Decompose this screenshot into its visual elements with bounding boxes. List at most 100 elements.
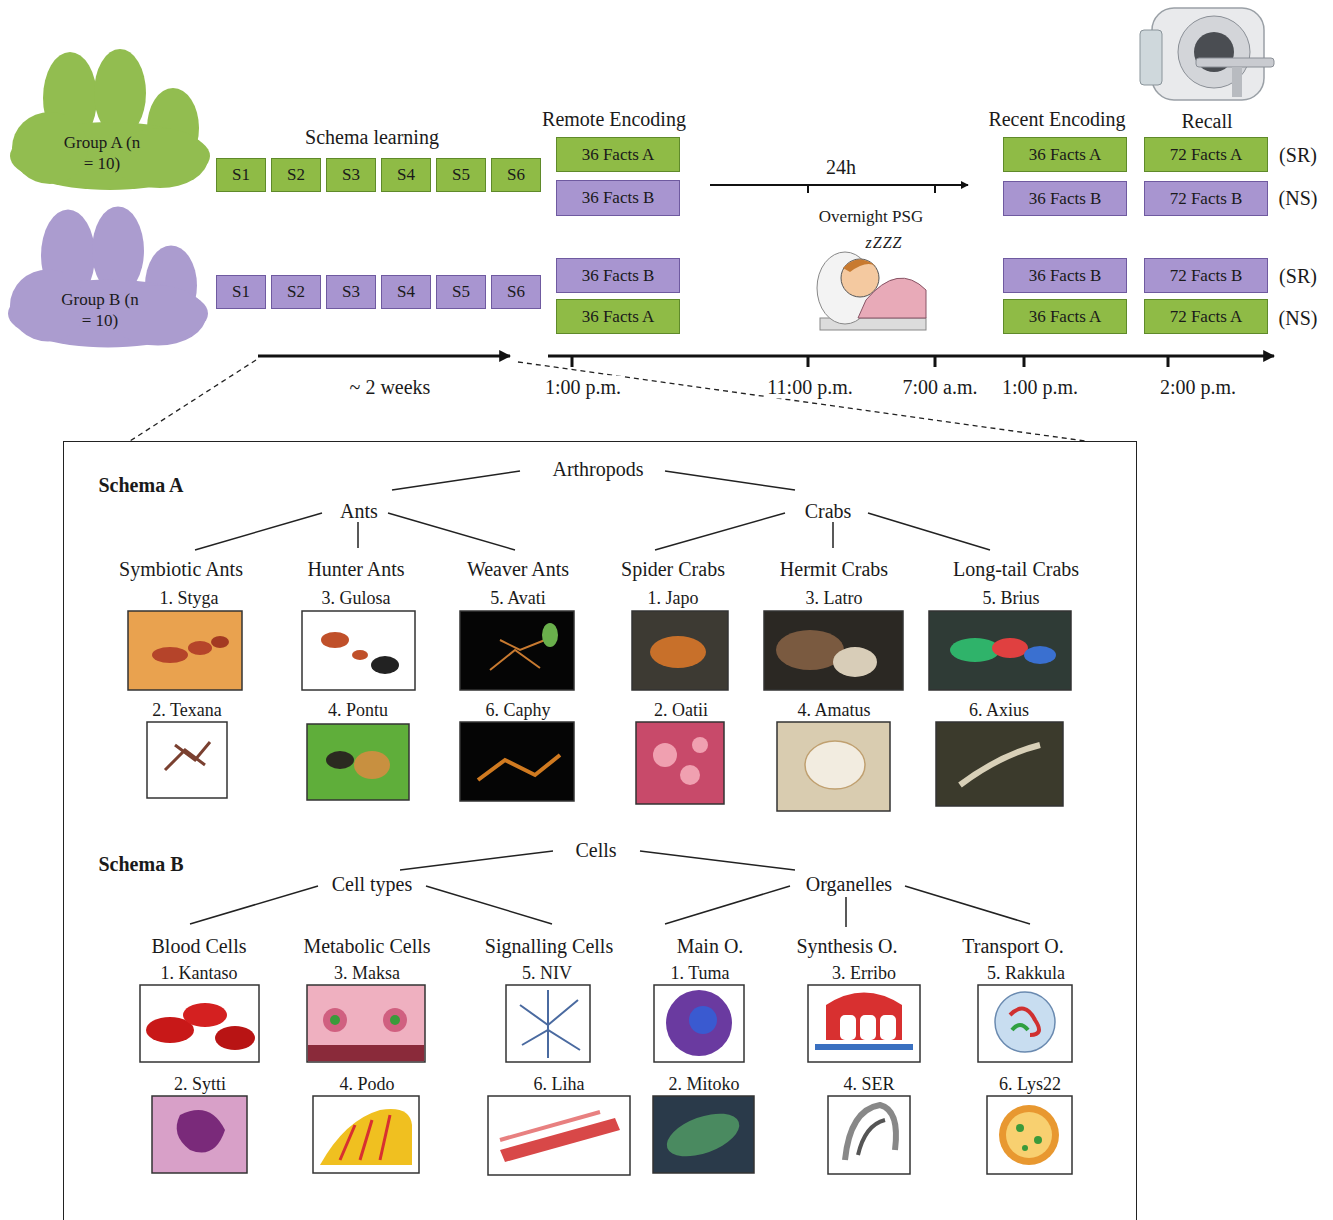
- tree-label: Metabolic Cells: [303, 935, 430, 958]
- box-label: S6: [507, 282, 525, 302]
- session-box: S4: [381, 158, 431, 192]
- condition-tag: (NS): [1279, 307, 1318, 330]
- session-box: 36 Facts A: [1003, 137, 1127, 172]
- session-box: S1: [216, 275, 266, 309]
- box-label: S5: [452, 282, 470, 302]
- box-label: 36 Facts B: [582, 188, 655, 208]
- stage-label: Remote Encoding: [542, 108, 686, 131]
- timeline: [258, 356, 1274, 367]
- box-label: 36 Facts A: [582, 145, 655, 165]
- session-box: 36 Facts A: [1003, 299, 1127, 334]
- tree-label: Signalling Cells: [485, 935, 613, 958]
- tree-label: Blood Cells: [151, 935, 246, 958]
- box-label: S4: [397, 165, 415, 185]
- box-label: 72 Facts B: [1170, 266, 1243, 286]
- session-box: 36 Facts B: [556, 180, 680, 216]
- tree-label: 3. Erribo: [832, 963, 896, 984]
- session-box: S6: [491, 158, 541, 192]
- box-label: S3: [342, 282, 360, 302]
- session-box: 36 Facts B: [1003, 258, 1127, 293]
- box-label: S4: [397, 282, 415, 302]
- session-box: S2: [271, 275, 321, 309]
- tree-label: 6. Lys22: [999, 1074, 1061, 1095]
- box-label: S3: [342, 165, 360, 185]
- group-label: Group A (n = 10): [62, 132, 142, 174]
- session-box: S5: [436, 275, 486, 309]
- tree-label: 2. Oatii: [654, 700, 708, 721]
- session-box: S2: [271, 158, 321, 192]
- box-label: 36 Facts B: [1029, 266, 1102, 286]
- box-label: 72 Facts A: [1170, 145, 1243, 165]
- tree-label: Cell types: [332, 873, 413, 896]
- tree-label: Weaver Ants: [467, 558, 569, 581]
- tree-label: Symbiotic Ants: [119, 558, 243, 581]
- group-cloud: Group A (n = 10): [10, 48, 210, 190]
- session-box: 36 Facts A: [556, 137, 680, 172]
- tree-label: 4. Podo: [339, 1074, 394, 1095]
- box-label: S6: [507, 165, 525, 185]
- tree-label: Long-tail Crabs: [953, 558, 1079, 581]
- session-box: 72 Facts B: [1144, 258, 1268, 293]
- tree-label: 4. SER: [843, 1074, 894, 1095]
- zoom-lines: [130, 360, 1085, 441]
- session-box: 36 Facts B: [1003, 181, 1127, 216]
- group-label: Group B (n = 10): [60, 289, 140, 331]
- tree-label: 3. Maksa: [334, 963, 400, 984]
- time-label: 11:00 p.m.: [765, 376, 854, 399]
- tree-label: Transport O.: [962, 935, 1064, 958]
- box-label: S1: [232, 165, 250, 185]
- time-label: 1:00 p.m.: [543, 376, 623, 399]
- schema-heading: Schema B: [99, 853, 184, 876]
- tree-label: Synthesis O.: [796, 935, 897, 958]
- stage-label: Overnight PSG: [819, 207, 923, 227]
- tree-label: 6. Liha: [534, 1074, 585, 1095]
- group-cloud: Group B (n = 10): [8, 205, 208, 348]
- delay-arrow: [710, 185, 968, 193]
- stage-label: Recent Encoding: [988, 108, 1125, 131]
- tree-label: 4. Pontu: [328, 700, 388, 721]
- tree-label: 2. Sytti: [174, 1074, 226, 1095]
- sleeper-figure: [817, 252, 926, 330]
- session-box: S3: [326, 275, 376, 309]
- tree-label: 4. Amatus: [797, 700, 870, 721]
- tree-label: 3. Gulosa: [322, 588, 391, 609]
- condition-tag: (SR): [1279, 265, 1317, 288]
- mri-scanner: [1140, 8, 1274, 100]
- stage-label: zZZZ: [866, 234, 903, 252]
- box-label: 36 Facts A: [582, 307, 655, 327]
- box-label: 36 Facts B: [1029, 189, 1102, 209]
- condition-tag: (NS): [1279, 187, 1318, 210]
- tree-label: 5. Rakkula: [987, 963, 1065, 984]
- tree-label: 5. Brius: [982, 588, 1039, 609]
- session-box: S5: [436, 158, 486, 192]
- box-label: 72 Facts B: [1170, 189, 1243, 209]
- time-label: 1:00 p.m.: [1000, 376, 1080, 399]
- session-box: 72 Facts A: [1144, 299, 1268, 334]
- session-box: 36 Facts A: [556, 299, 680, 334]
- tree-label: 6. Axius: [969, 700, 1029, 721]
- box-label: S2: [287, 165, 305, 185]
- tree-label: 2. Texana: [152, 700, 221, 721]
- stage-label: Schema learning: [305, 126, 439, 149]
- box-label: S2: [287, 282, 305, 302]
- stage-label: 24h: [826, 156, 856, 179]
- box-label: S1: [232, 282, 250, 302]
- tree-lines: [190, 471, 1030, 927]
- box-label: S5: [452, 165, 470, 185]
- specimen-pictures: [128, 611, 1072, 1175]
- session-box: 72 Facts B: [1144, 181, 1268, 216]
- tree-label: Hunter Ants: [307, 558, 404, 581]
- tree-label: 1. Tuma: [670, 963, 729, 984]
- box-label: 36 Facts B: [582, 266, 655, 286]
- time-label: 7:00 a.m.: [901, 376, 980, 399]
- tree-label: Spider Crabs: [621, 558, 725, 581]
- tree-label: Ants: [340, 500, 378, 523]
- session-box: 72 Facts A: [1144, 137, 1268, 172]
- condition-tag: (SR): [1279, 144, 1317, 167]
- tree-label: Crabs: [805, 500, 852, 523]
- tree-label: 2. Mitoko: [668, 1074, 739, 1095]
- tree-label: 6. Caphy: [486, 700, 551, 721]
- tree-label: 1. Styga: [159, 588, 218, 609]
- tree-label: Organelles: [806, 873, 892, 896]
